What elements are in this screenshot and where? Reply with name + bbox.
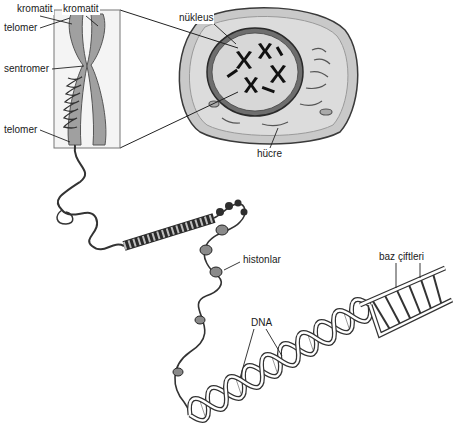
part-label: baz çiftleri	[378, 251, 425, 263]
part-label: hücre	[256, 148, 283, 160]
organelle	[314, 59, 330, 64]
organelle	[310, 72, 328, 77]
bead	[241, 209, 248, 216]
chromatid	[87, 14, 106, 145]
dna-strand-fill	[190, 305, 371, 415]
small-chromosome	[258, 43, 272, 59]
backbone	[360, 268, 445, 305]
backbone-fill	[370, 300, 452, 335]
helix-rungs	[199, 310, 349, 416]
histone	[173, 368, 183, 376]
part-label: DNA	[250, 317, 273, 329]
leader-line	[40, 130, 70, 142]
histone	[195, 316, 205, 324]
leader-line	[396, 263, 397, 288]
fiber-loop	[57, 210, 73, 224]
small-chromosome	[227, 69, 239, 78]
base-pair	[396, 289, 411, 320]
leader-line	[86, 16, 98, 26]
nucleosomes	[216, 200, 248, 217]
leader-line	[52, 66, 84, 69]
leader-line	[40, 18, 70, 28]
small-chromosome	[262, 86, 275, 93]
solenoid	[124, 218, 214, 246]
organelle	[300, 101, 322, 105]
double-helix	[190, 300, 371, 421]
leader-line	[420, 263, 421, 278]
zoom-line	[120, 10, 238, 48]
organelle	[306, 84, 326, 89]
zoom-line	[120, 92, 238, 148]
bead	[216, 208, 224, 216]
fiber-loop	[58, 145, 124, 249]
small-chromosome	[270, 65, 286, 83]
bead	[235, 200, 242, 207]
part-label: kromatit	[62, 3, 100, 15]
leader-line	[240, 329, 254, 378]
part-label: kromatit	[16, 3, 54, 15]
nucleoplasm	[212, 33, 298, 111]
chromatin-fiber	[57, 145, 245, 415]
organelle	[222, 118, 240, 123]
base-pair	[421, 279, 432, 310]
nucleus-envelope	[207, 28, 303, 116]
small-chromosome	[244, 77, 258, 93]
leader-line	[224, 262, 240, 270]
cell-membrane	[179, 8, 357, 144]
base-pair	[384, 294, 400, 325]
part-label: histonlar	[242, 254, 282, 266]
solenoid-coil	[124, 218, 214, 246]
base-pair	[409, 284, 422, 315]
histone	[210, 267, 222, 277]
backbone	[370, 300, 452, 335]
organelle	[262, 122, 288, 126]
leader-lines	[40, 16, 420, 378]
small-chromosome	[236, 51, 252, 69]
leader-line	[266, 329, 282, 356]
dna-strand-fill	[190, 300, 370, 421]
nuclear-chromosomes	[227, 43, 286, 93]
part-label: nükleus	[178, 12, 214, 24]
coiled-chromatin	[64, 77, 82, 128]
chromosome	[64, 14, 106, 145]
base-pair-ladder	[360, 268, 452, 335]
bead	[225, 202, 233, 210]
part-label: sentromer	[3, 63, 50, 75]
backbone-fill	[360, 268, 445, 305]
fiber-thread	[175, 296, 206, 415]
part-label: telomer	[3, 22, 38, 34]
dna-strand	[190, 305, 371, 415]
organelle	[312, 48, 326, 52]
base-pair	[433, 273, 442, 305]
small-chromosome	[276, 46, 284, 56]
cell	[179, 8, 357, 144]
histone	[200, 245, 212, 255]
histone	[216, 225, 228, 235]
part-label: telomer	[3, 124, 38, 136]
zoom-lines	[120, 10, 238, 148]
dna-strand	[190, 300, 370, 421]
chromosome-frame	[54, 10, 120, 148]
histones	[173, 225, 228, 376]
leader-line	[214, 24, 236, 44]
cytoplasm	[189, 16, 348, 135]
organelle	[320, 109, 332, 115]
leader-line	[270, 128, 278, 148]
